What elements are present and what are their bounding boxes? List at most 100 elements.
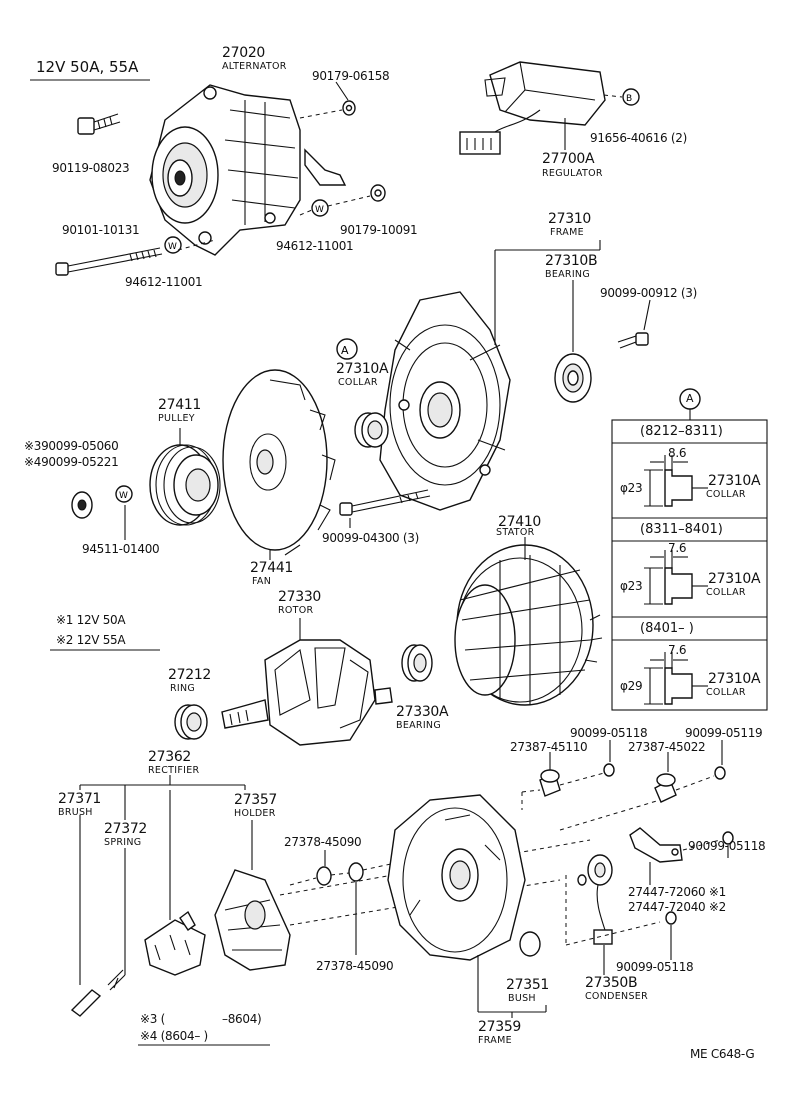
detail-range-3: (8401– ) <box>640 621 694 636</box>
svg-text:W: W <box>119 491 128 501</box>
label-pulley: PULLEY <box>158 413 195 424</box>
detail-range-1: (8212–8311) <box>640 424 723 439</box>
label-27387-45110: 27387-45110 <box>510 740 588 754</box>
svg-text:A: A <box>341 344 349 357</box>
rotor-drawing <box>221 639 393 746</box>
label-27330: 27330 <box>278 589 322 605</box>
label-27351: 27351 <box>506 977 550 993</box>
label-94612-11001-left: 94612-11001 <box>125 275 203 289</box>
label-collar: COLLAR <box>338 377 378 388</box>
label-90099-05119: 90099-05119 <box>685 726 763 740</box>
label-bush: BUSH <box>508 993 536 1004</box>
detail-name-2: COLLAR <box>706 587 746 598</box>
label-90099-05060: ※390099-05060 <box>24 439 119 453</box>
regulator-drawing <box>459 61 606 155</box>
fan-drawing <box>222 369 336 556</box>
stator-drawing <box>454 544 603 706</box>
detail-width-1: 8.6 <box>668 446 687 460</box>
label-alternator: ALTERNATOR <box>222 61 287 72</box>
note-3-range: –8604) <box>222 1012 262 1026</box>
detail-dia-1: φ23 <box>620 481 643 495</box>
drive-end-frame-drawing <box>379 291 511 511</box>
detail-name-1: COLLAR <box>706 489 746 500</box>
label-bearing-27330a: BEARING <box>396 720 441 731</box>
label-27020: 27020 <box>222 45 266 61</box>
label-fan: FAN <box>252 576 272 587</box>
detail-width-3: 7.6 <box>668 643 687 657</box>
label-91656-40616: 91656-40616 (2) <box>590 131 687 145</box>
label-90099-05221: ※490099-05221 <box>24 455 119 469</box>
detail-dia-3: φ29 <box>620 679 643 693</box>
collar-detail-box <box>611 388 768 711</box>
label-27441: 27441 <box>250 560 294 576</box>
label-94612-11001-right: 94612-11001 <box>276 239 354 253</box>
label-90179-10091: 90179-10091 <box>340 223 418 237</box>
label-90099-05118-mid: 90099-05118 <box>688 839 766 853</box>
rectifier-holder-drawing <box>214 869 291 971</box>
label-rectifier: RECTIFIER <box>148 765 200 776</box>
svg-text:W: W <box>168 242 177 252</box>
collar-mark-a: A <box>352 342 359 353</box>
svg-text:B: B <box>626 94 632 104</box>
condenser-drawing <box>577 854 613 945</box>
rear-frame-drawing <box>387 794 526 961</box>
label-frame-27359: FRAME <box>478 1035 512 1046</box>
label-27378-45090-top: 27378-45090 <box>284 835 362 849</box>
label-90099-00912: 90099-00912 (3) <box>600 286 697 300</box>
label-brush: BRUSH <box>58 807 93 818</box>
label-27212: 27212 <box>168 667 212 683</box>
long-bolt-drawing <box>55 247 163 276</box>
label-90179-06158: 90179-06158 <box>312 69 390 83</box>
label-holder: HOLDER <box>234 808 276 819</box>
pulley-drawing <box>149 444 221 526</box>
label-27372: 27372 <box>104 821 148 837</box>
label-27411: 27411 <box>158 397 202 413</box>
note-2: ※2 12V 55A <box>56 633 126 647</box>
label-90101-10131: 90101-10131 <box>62 223 140 237</box>
detail-mark-a: A <box>686 392 694 405</box>
label-27310b: 27310B <box>545 253 598 269</box>
note-3-mark: ※3 ( <box>140 1012 165 1026</box>
label-frame-27310: FRAME <box>550 227 584 238</box>
label-27447-72060: 27447-72060 ※1 <box>628 885 726 899</box>
label-27310a: 27310A <box>336 361 389 377</box>
label-90119-08023: 90119-08023 <box>52 161 130 175</box>
page-title: 12V 50A, 55A <box>36 58 139 76</box>
detail-width-2: 7.6 <box>668 541 687 555</box>
label-27447-72040: 27447-72040 ※2 <box>628 900 726 914</box>
label-90099-04300: 90099-04300 (3) <box>322 531 419 545</box>
label-rotor: ROTOR <box>278 605 314 616</box>
label-90099-05118-top: 90099-05118 <box>570 726 648 740</box>
label-27310: 27310 <box>548 211 592 227</box>
label-27371: 27371 <box>58 791 102 807</box>
bolt-90119-drawing <box>77 113 121 135</box>
label-regulator: REGULATOR <box>542 168 603 179</box>
note-4: ※4 (8604– ) <box>140 1029 208 1043</box>
label-ring: RING <box>170 683 196 694</box>
detail-part-3: 27310A <box>708 671 761 687</box>
label-27359: 27359 <box>478 1019 522 1035</box>
label-27362: 27362 <box>148 749 192 765</box>
label-27378-45090-bottom: 27378-45090 <box>316 959 394 973</box>
label-27357: 27357 <box>234 792 278 808</box>
svg-text:W: W <box>315 205 324 215</box>
alternator-drawing <box>149 84 347 256</box>
detail-dia-2: φ23 <box>620 579 643 593</box>
detail-part-2: 27310A <box>708 571 761 587</box>
label-27410: 27410 <box>498 514 542 530</box>
label-27700a: 27700A <box>542 151 595 167</box>
label-27330a: 27330A <box>396 704 449 720</box>
label-27350b: 27350B <box>585 975 638 991</box>
label-stator: STATOR <box>496 527 535 538</box>
label-spring: SPRING <box>104 837 142 848</box>
detail-part-1: 27310A <box>708 473 761 489</box>
label-condenser: CONDENSER <box>585 991 648 1002</box>
detail-range-2: (8311–8401) <box>640 522 723 537</box>
detail-name-3: COLLAR <box>706 687 746 698</box>
label-27387-45022: 27387-45022 <box>628 740 706 754</box>
label-94511-01400: 94511-01400 <box>82 542 160 556</box>
brush-holder-drawing <box>144 910 206 976</box>
label-90099-05118-bottom: 90099-05118 <box>616 960 694 974</box>
